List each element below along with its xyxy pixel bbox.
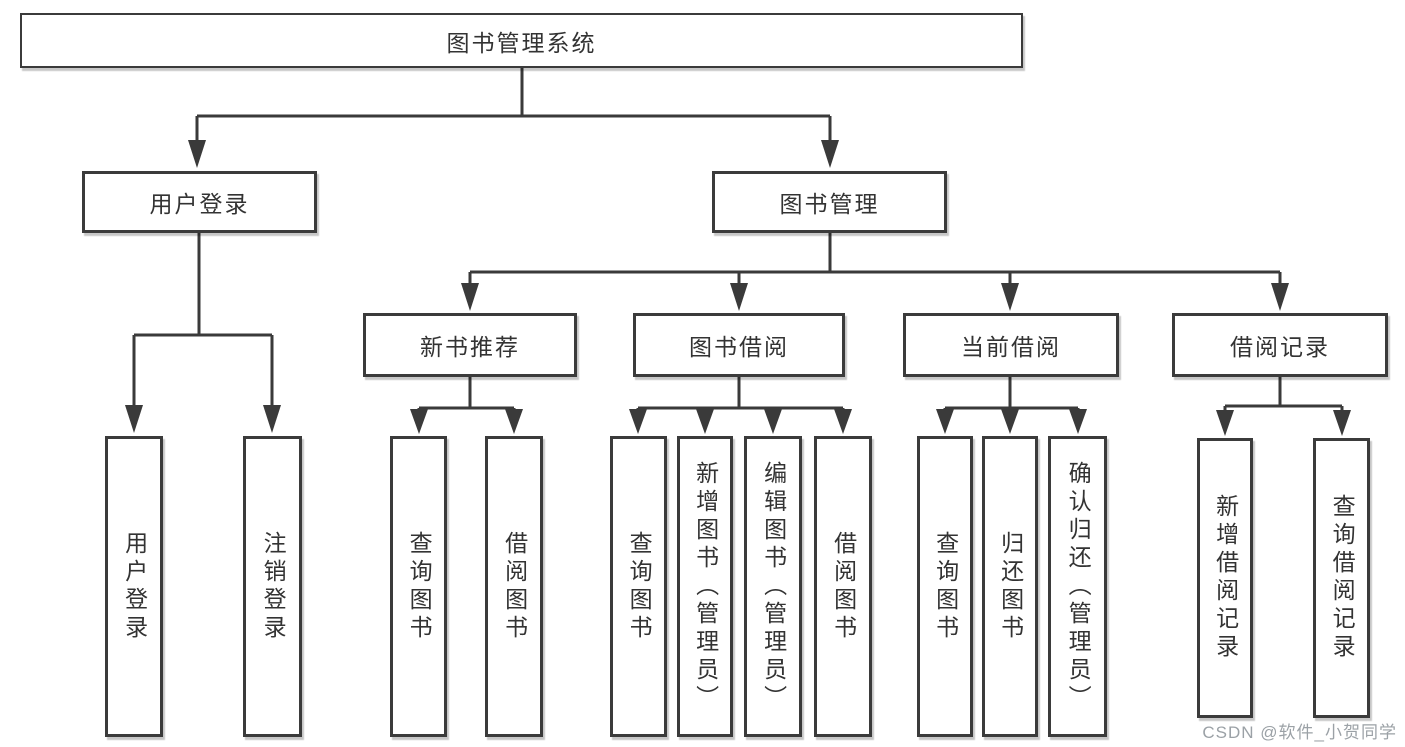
node-book-borrow-label: 图书借阅 [689, 334, 789, 360]
leaf-add-borrow-record: 新增借阅记录 [1197, 438, 1253, 718]
leaf-confirm-return-admin: 确认归还（管理员） [1048, 436, 1107, 737]
node-new-book-recommend-label: 新书推荐 [420, 334, 520, 360]
leaf-return-books: 归还图书 [982, 436, 1038, 737]
node-borrow-records-label: 借阅记录 [1230, 334, 1330, 360]
node-current-borrow: 当前借阅 [903, 313, 1119, 377]
node-system-root: 图书管理系统 [20, 13, 1023, 68]
leaf-borrow-books: 借阅图书 [814, 436, 872, 737]
node-book-borrow: 图书借阅 [633, 313, 845, 377]
node-current-borrow-label: 当前借阅 [961, 334, 1061, 360]
node-book-management-label: 图书管理 [779, 191, 880, 217]
csdn-watermark: CSDN @软件_小贺同学 [1202, 723, 1397, 742]
leaf-query-books: 查询图书 [917, 436, 973, 737]
leaf-add-books-admin: 新增图书（管理员） [677, 436, 733, 737]
node-system-root-label: 图书管理系统 [446, 29, 597, 56]
node-new-book-recommend: 新书推荐 [363, 313, 577, 377]
node-book-management: 图书管理 [712, 171, 947, 233]
node-user-login: 用户登录 [82, 171, 317, 233]
leaf-user-login: 用户登录 [105, 436, 163, 737]
leaf-borrow-books: 借阅图书 [485, 436, 543, 737]
leaf-edit-books-admin: 编辑图书（管理员） [744, 436, 802, 737]
leaf-logout: 注销登录 [243, 436, 302, 737]
node-user-login-label: 用户登录 [149, 191, 250, 217]
node-borrow-records: 借阅记录 [1172, 313, 1388, 377]
leaf-query-books: 查询图书 [390, 436, 447, 737]
leaf-query-borrow-record: 查询借阅记录 [1313, 438, 1370, 718]
leaf-query-books: 查询图书 [610, 436, 667, 737]
